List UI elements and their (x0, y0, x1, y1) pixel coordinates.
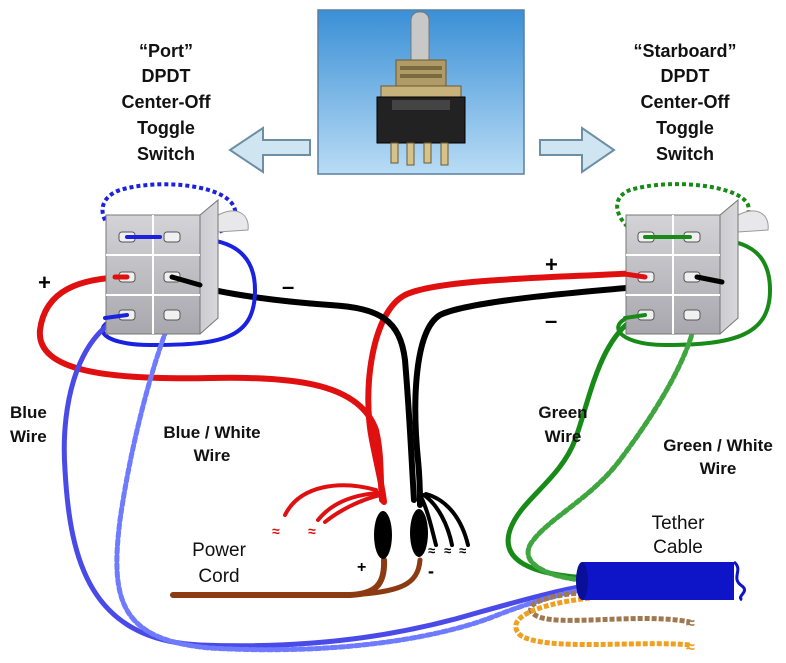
port-blue-jumper-bottom (100, 235, 258, 348)
port-plus-sign: + (38, 270, 51, 295)
green-white-wire-label: Green / White Wire (663, 436, 773, 478)
black-wire-starboard (412, 279, 700, 508)
port-minus-sign: – (282, 274, 294, 299)
tether-cable-label: Tether Cable (652, 513, 705, 558)
power-cord-label: Power Cord (192, 540, 247, 587)
starboard-toggle-lever-icon (737, 210, 769, 233)
svg-text:Blue: Blue (10, 403, 47, 422)
port-toggle-lever-icon (217, 210, 249, 233)
svg-text:“Port”: “Port” (139, 41, 193, 61)
svg-text:“Starboard”: “Starboard” (633, 41, 736, 61)
svg-text:DPDT: DPDT (661, 66, 710, 86)
starboard-plus-sign: + (545, 252, 558, 277)
svg-text:≈: ≈ (444, 543, 451, 558)
cord-plus-sign: + (357, 559, 366, 576)
svg-text:DPDT: DPDT (142, 66, 191, 86)
svg-text:Toggle: Toggle (656, 118, 714, 138)
svg-text:Cord: Cord (198, 566, 239, 587)
red-wire-port (36, 274, 385, 503)
switch-terminal-wires (103, 235, 725, 320)
red-wire-starboard (365, 269, 658, 505)
red-wire-fanout (283, 483, 382, 524)
svg-text:Toggle: Toggle (137, 118, 195, 138)
tether-brown-strand (528, 589, 691, 625)
arrow-to-starboard-icon (539, 126, 616, 174)
red-wire-ends-icon: ≈ ≈ (272, 523, 316, 539)
tether-strand-ends-icon: ≈ ≈ (686, 615, 695, 656)
svg-text:≈: ≈ (686, 615, 695, 632)
svg-text:≈: ≈ (686, 639, 695, 656)
svg-text:Wire: Wire (700, 459, 737, 478)
svg-text:Wire: Wire (194, 446, 231, 465)
svg-text:Switch: Switch (137, 144, 195, 164)
svg-text:Blue / White: Blue / White (163, 423, 260, 442)
toggle-switch-photo (317, 9, 525, 175)
svg-text:≈: ≈ (428, 543, 435, 558)
green-wire (505, 310, 648, 581)
svg-text:Green: Green (538, 403, 587, 422)
black-splice-connector (410, 509, 428, 557)
starboard-minus-sign: – (545, 308, 557, 333)
cord-minus-sign: - (428, 561, 434, 581)
starboard-green-jumper-top (615, 182, 751, 240)
tether-orange-strand (513, 595, 691, 648)
svg-text:≈: ≈ (272, 523, 280, 539)
starboard-switch-label: “Starboard” DPDT Center-Off Toggle Switc… (633, 41, 736, 164)
arrow-to-port-icon (228, 126, 311, 174)
starboard-dpdt-switch (625, 198, 769, 335)
svg-text:Switch: Switch (656, 144, 714, 164)
svg-text:Wire: Wire (545, 427, 582, 446)
svg-text:Tether: Tether (652, 513, 705, 534)
port-dpdt-switch (105, 198, 249, 335)
black-wire-ends-icon: ≈ ≈ ≈ (428, 543, 466, 558)
red-splice-connector (374, 511, 392, 559)
green-wire-label: Green Wire (538, 403, 587, 446)
svg-text:≈: ≈ (459, 543, 466, 558)
svg-text:≈: ≈ (308, 523, 316, 539)
black-wire-port (169, 275, 417, 503)
blue-wire-label: Blue Wire (10, 403, 47, 446)
blue-white-wire-label: Blue / White Wire (163, 423, 260, 465)
tether-cable (576, 560, 746, 602)
svg-text:Cable: Cable (653, 537, 703, 558)
svg-text:Center-Off: Center-Off (641, 92, 731, 112)
black-wire-fanout (418, 492, 470, 547)
svg-text:Wire: Wire (10, 427, 47, 446)
blue-white-wire (114, 312, 593, 653)
svg-text:Center-Off: Center-Off (122, 92, 212, 112)
svg-text:Power: Power (192, 540, 247, 561)
green-white-wire (525, 310, 700, 584)
svg-text:Green / White: Green / White (663, 436, 773, 455)
port-switch-label: “Port” DPDT Center-Off Toggle Switch (122, 41, 212, 164)
power-cord-negative (347, 557, 423, 598)
